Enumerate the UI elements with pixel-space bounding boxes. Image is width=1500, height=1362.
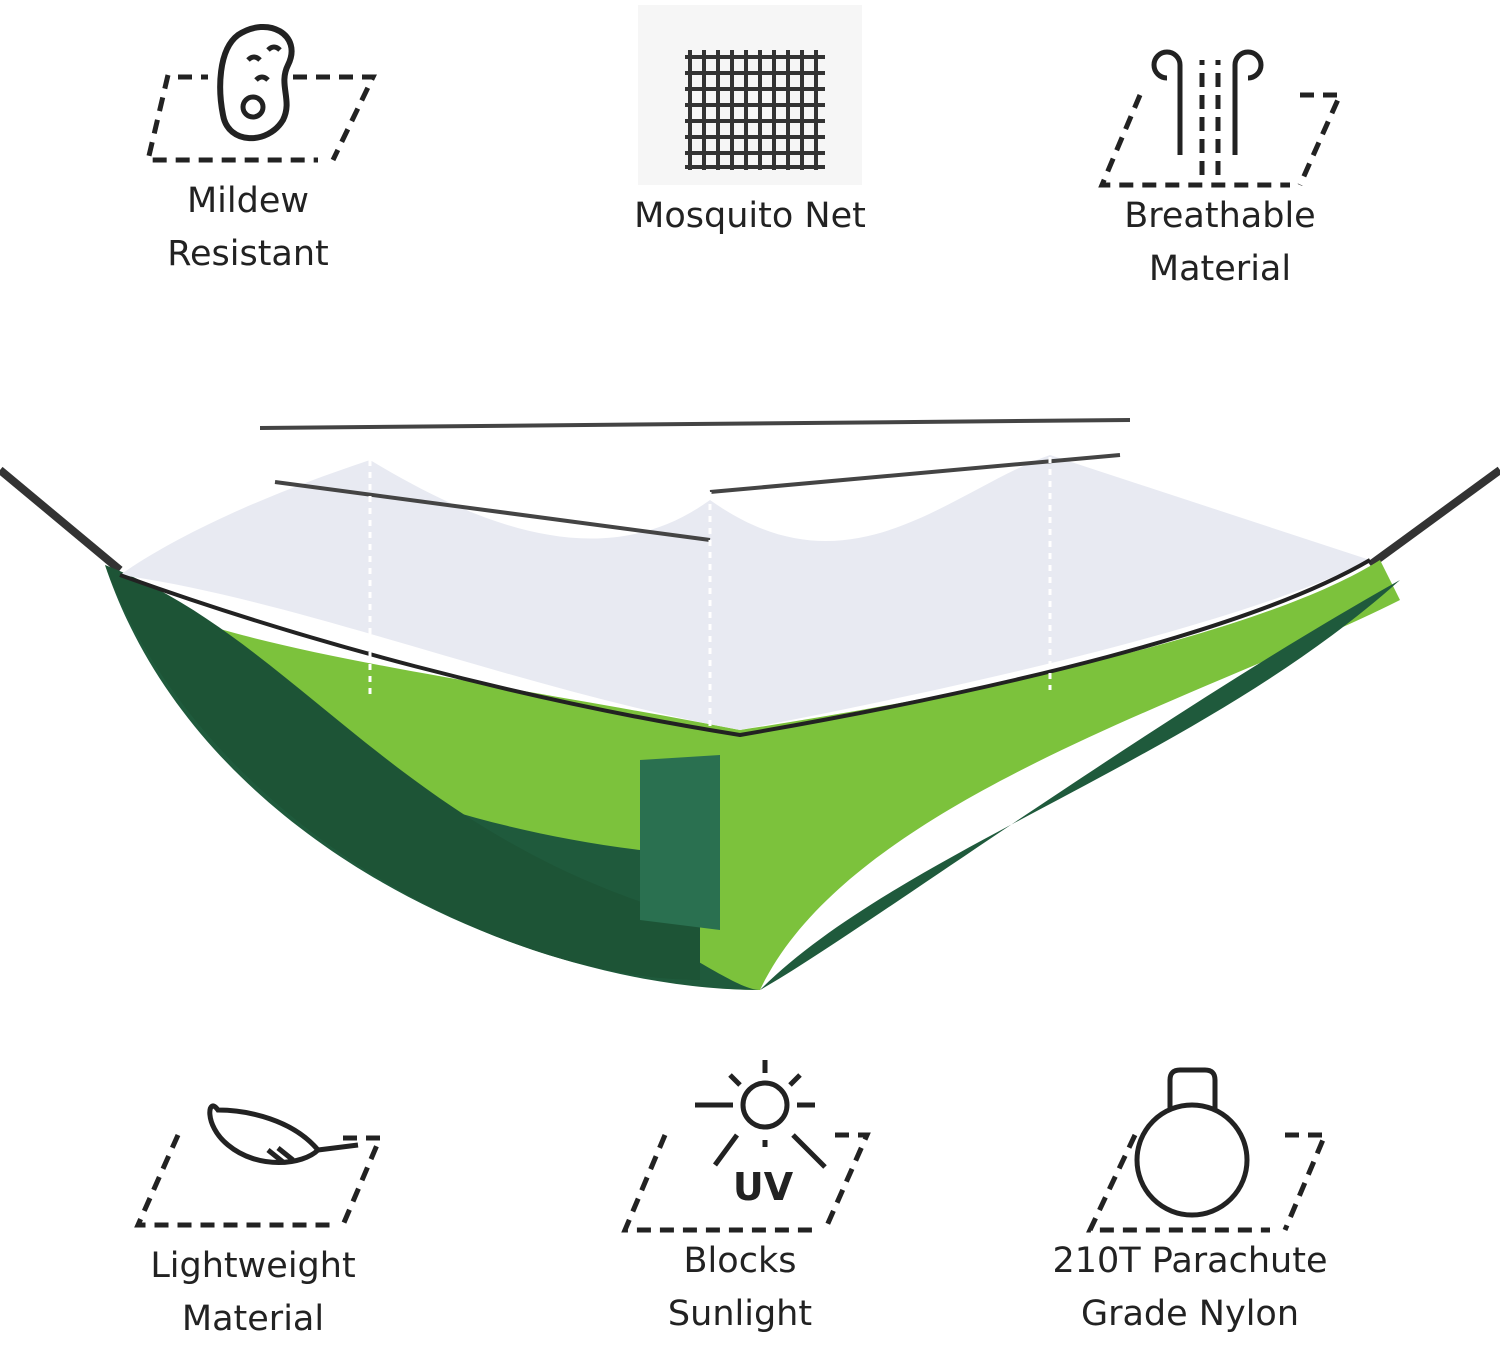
feature-label-line1: Mildew: [186, 181, 310, 221]
mosquito-net-icon: [638, 5, 862, 185]
sun-uv-icon: UV: [621, 1060, 871, 1233]
feature-blocks-sunlight: UV Blocks Sunlight: [605, 1055, 875, 1341]
feature-mildew-resistant: Mildew Resistant: [118, 5, 378, 281]
feature-label-line1: Blocks: [683, 1241, 797, 1281]
feature-lightweight-material: Lightweight Material: [118, 1090, 388, 1346]
feature-label-line2: Material: [1148, 249, 1292, 289]
feature-mosquito-net: Mosquito Net: [620, 5, 880, 243]
kettlebell-weight-icon: [1086, 1067, 1329, 1233]
hammock-with-mosquito-net-image: [0, 418, 1500, 990]
feature-label-line2: Grade Nylon: [1080, 1294, 1300, 1334]
mildew-bacteria-icon: [144, 23, 377, 163]
uv-icon-text: UV: [733, 1165, 794, 1209]
feature-label-line1: Breathable: [1124, 196, 1316, 236]
feature-label-line2: Material: [181, 1299, 325, 1339]
feature-label-line1: Mosquito Net: [634, 196, 866, 236]
feature-breathable-material: Breathable Material: [1090, 40, 1350, 296]
feature-label-line2: Resistant: [167, 234, 329, 274]
breathable-airflow-icon: [1098, 49, 1344, 188]
feature-label-line1: Lightweight: [150, 1246, 356, 1286]
feature-label-line1: 210T Parachute: [1052, 1241, 1328, 1281]
feature-label-line2: Sunlight: [667, 1294, 813, 1334]
feature-icon: [134, 1103, 384, 1228]
feature-210t-parachute-nylon: 210T Parachute Grade Nylon: [1040, 1065, 1340, 1341]
